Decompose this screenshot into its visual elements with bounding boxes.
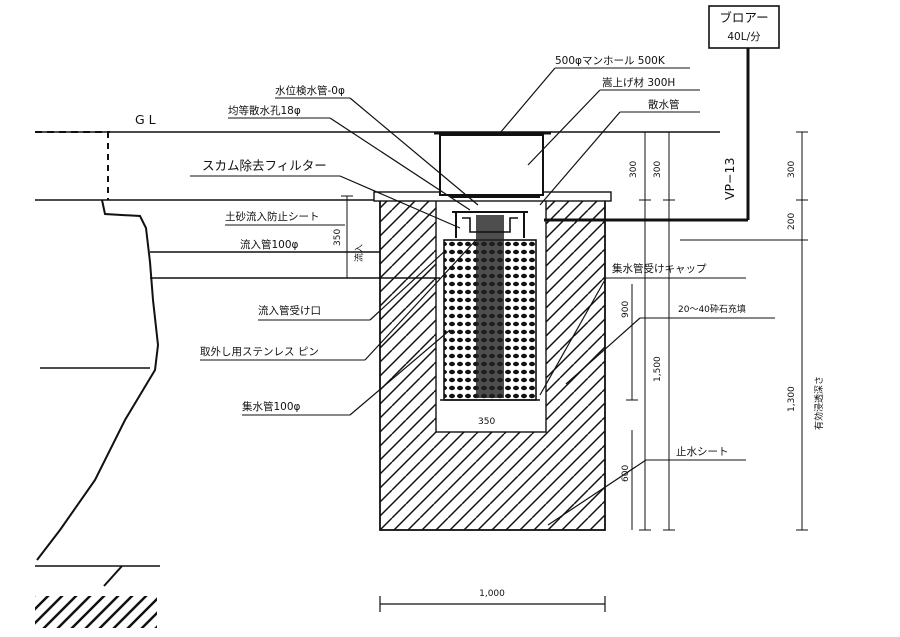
- dim-chain-c: 300 200 1,300 有効浸透深さ: [680, 131, 825, 531]
- label-manhole: 500φマンホール 500K: [555, 55, 666, 67]
- air-pipe: [544, 48, 750, 222]
- left-labels: 水位検水管-0φ 均等散水孔18φ スカム除去フィルター 土砂流入防止シート 流…: [40, 84, 479, 416]
- label-inflow-pipe: 流入管100φ: [240, 238, 299, 251]
- svg-text:900: 900: [621, 301, 631, 318]
- svg-text:600: 600: [621, 465, 631, 482]
- svg-text:200: 200: [787, 213, 797, 230]
- gl-label: G L: [135, 112, 156, 127]
- pipe-vertical-label: VP−13: [722, 158, 737, 200]
- effective-depth: 有効浸透深さ: [813, 376, 825, 430]
- label-stainless-pin: 取外し用ステンレス ピン: [200, 346, 319, 358]
- dim-chain-a: 300 900 600: [621, 131, 651, 531]
- svg-text:300: 300: [653, 161, 663, 178]
- manhole-riser: [434, 131, 551, 198]
- collector-pipe: [440, 211, 540, 401]
- label-hole: 均等散水孔18φ: [228, 104, 301, 117]
- label-inflow-opening: 流入管受け口: [258, 304, 321, 317]
- label-water-stop: 止水シート: [676, 446, 729, 458]
- right-labels: 500φマンホール 500K 嵩上げ材 300H 散水管 集水管受けキャップ 2…: [499, 55, 775, 526]
- svg-text:300: 300: [629, 161, 639, 178]
- label-riser: 嵩上げ材 300H: [602, 76, 675, 89]
- blower-box: [708, 5, 780, 49]
- blower-capacity: 40L/分: [727, 31, 761, 43]
- label-collect-pipe: 集水管100φ: [242, 400, 301, 413]
- blower-name: ブロアー: [719, 10, 768, 25]
- bottom-small-dim: 350: [478, 417, 495, 427]
- svg-text:1,000: 1,000: [479, 589, 505, 599]
- label-soil-sheet: 土砂流入防止シート: [225, 210, 320, 223]
- dim-350: 350 流入: [333, 195, 365, 279]
- svg-text:1,300: 1,300: [787, 386, 797, 412]
- svg-text:350: 350: [333, 229, 343, 246]
- label-level-pipe: 水位検水管-0φ: [275, 84, 345, 97]
- svg-text:1,500: 1,500: [653, 356, 663, 382]
- label-scum-filter: スカム除去フィルター: [202, 158, 327, 173]
- svg-text:300: 300: [787, 161, 797, 178]
- label-gravel-fill: 20〜40砕石充填: [678, 303, 746, 315]
- label-scatter-pipe: 散水管: [648, 98, 680, 111]
- dim-width: 1,000: [379, 589, 606, 612]
- label-collect-cap: 集水管受けキャップ: [612, 262, 707, 275]
- dim-chain-b: 300 1,500: [653, 131, 675, 531]
- ground-hatch: [35, 596, 157, 628]
- inflow-small: 流入: [353, 244, 365, 262]
- ground-profile: [35, 131, 380, 587]
